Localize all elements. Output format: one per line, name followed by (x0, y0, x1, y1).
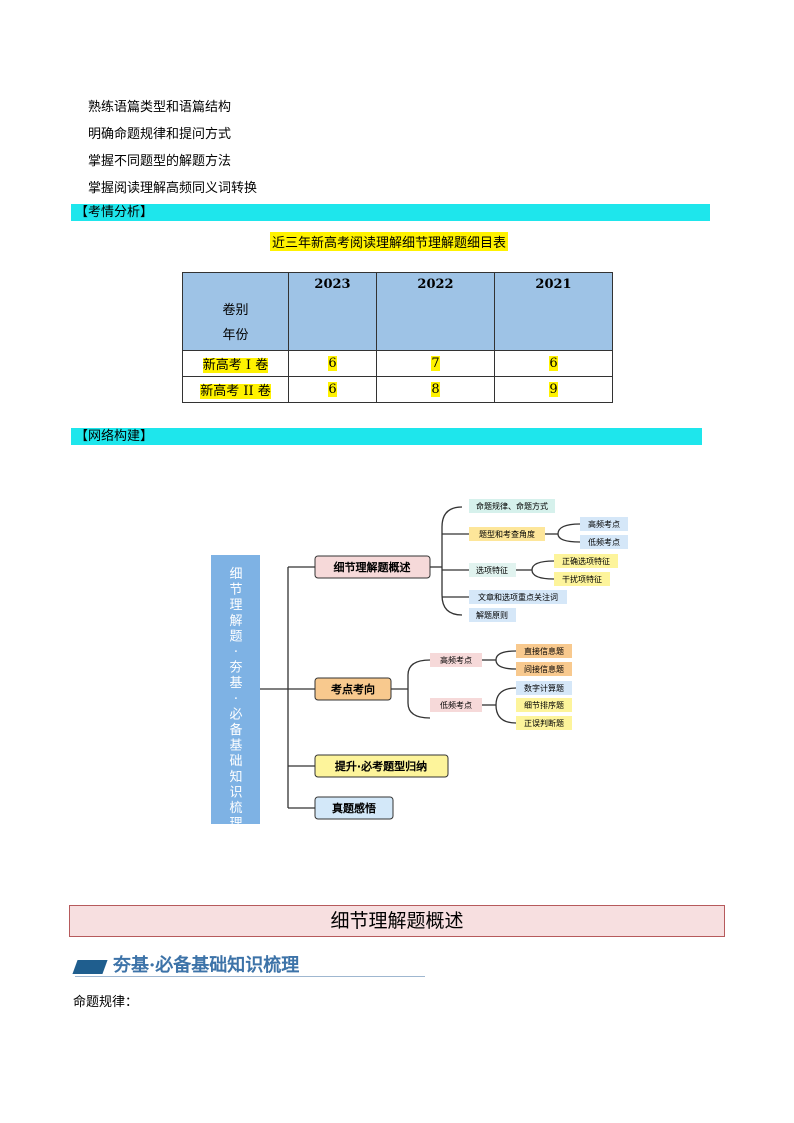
leaf-node: 题型和考查角度 (479, 529, 535, 539)
section-mark-icon (72, 960, 108, 974)
root-node: 细节理解题·夯基·必备基础知识梳理 (229, 567, 242, 832)
cell-value: 6 (549, 356, 558, 371)
root-char: 基 (229, 739, 242, 754)
root-char: 梳 (229, 801, 242, 816)
root-char: 基 (229, 676, 242, 691)
root-char: · (234, 692, 238, 707)
table-corner: 卷别 年份 (182, 272, 289, 351)
root-char: 节 (229, 583, 242, 598)
chapter-title: 细节理解题概述 (69, 905, 725, 937)
leaf-node: 正误判断题 (524, 718, 564, 728)
leaf-node: 解题原则 (476, 610, 508, 620)
leaf-node: 命题规律、命题方式 (476, 501, 548, 511)
leaf-node: 数字计算题 (524, 683, 564, 693)
leaf-node: 文章和选项重点关注词 (478, 592, 558, 602)
section-bar-analysis: 【考情分析】 (71, 204, 710, 221)
leaf-node: 高频考点 (440, 655, 472, 665)
section-bar-network: 【网络构建】 (71, 428, 702, 445)
cell-value: 9 (549, 382, 558, 397)
leaf-node: 干扰项特征 (562, 574, 602, 584)
cell-value: 8 (431, 382, 440, 397)
leaf-node: 细节排序题 (524, 700, 564, 710)
corner-top: 卷别 (222, 303, 249, 318)
root-char: · (234, 645, 238, 660)
table-row: 新高考 I 卷 6 7 6 (182, 350, 613, 377)
cell-value: 6 (328, 356, 337, 371)
branch-overview: 细节理解题概述 (334, 560, 411, 574)
branch-kaodian: 考点考向 (331, 682, 375, 696)
year-header: 2023 (288, 272, 377, 351)
branch-zhenti: 真题感悟 (332, 801, 376, 815)
leaf-node: 低频考点 (440, 700, 472, 710)
root-char: 必 (229, 707, 242, 722)
cell-value: 7 (431, 356, 440, 371)
root-char: 理 (229, 598, 242, 613)
leaf-node: 选项特征 (476, 565, 508, 575)
row-name: 新高考 II 卷 (200, 384, 271, 399)
rule-label: 命题规律： (73, 995, 139, 1010)
leaf-node: 直接信息题 (524, 646, 564, 656)
leaf-node: 间接信息题 (524, 664, 564, 674)
section-heading: 夯基·必备基础知识梳理 (72, 950, 425, 977)
root-char: 知 (229, 769, 242, 785)
corner-bottom: 年份 (222, 328, 249, 343)
root-char: 解 (229, 614, 242, 629)
root-char: 础 (229, 754, 242, 769)
root-char: 夯 (229, 661, 242, 676)
leaf-node: 高频考点 (588, 519, 620, 529)
year-header: 2021 (494, 272, 613, 351)
root-char: 理 (229, 817, 242, 832)
leaf-node: 正确选项特征 (562, 556, 610, 566)
root-char: 题 (229, 629, 242, 644)
goal-item: 熟练语篇类型和语篇结构 (88, 100, 232, 115)
table-row: 新高考 II 卷 6 8 9 (182, 376, 613, 403)
section-title: 夯基·必备基础知识梳理 (113, 955, 300, 976)
stat-table: 卷别 年份 2023 2022 2021 新高考 I 卷 6 7 6 新高考 I… (182, 272, 613, 403)
year-header: 2022 (376, 272, 495, 351)
table-title: 近三年新高考阅读理解细节理解题细目表 (270, 232, 509, 251)
goal-item: 掌握阅读理解高频同义词转换 (88, 181, 258, 196)
row-name: 新高考 I 卷 (202, 358, 269, 373)
root-char: 识 (229, 785, 242, 800)
branch-tisheng: 提升·必考题型归纳 (335, 759, 427, 773)
root-char: 细 (229, 567, 242, 582)
leaf-node: 低频考点 (588, 537, 620, 547)
root-char: 备 (229, 722, 242, 738)
goal-item: 掌握不同题型的解题方法 (88, 154, 232, 169)
cell-value: 6 (328, 382, 337, 397)
goal-item: 明确命题规律和提问方式 (88, 127, 232, 142)
